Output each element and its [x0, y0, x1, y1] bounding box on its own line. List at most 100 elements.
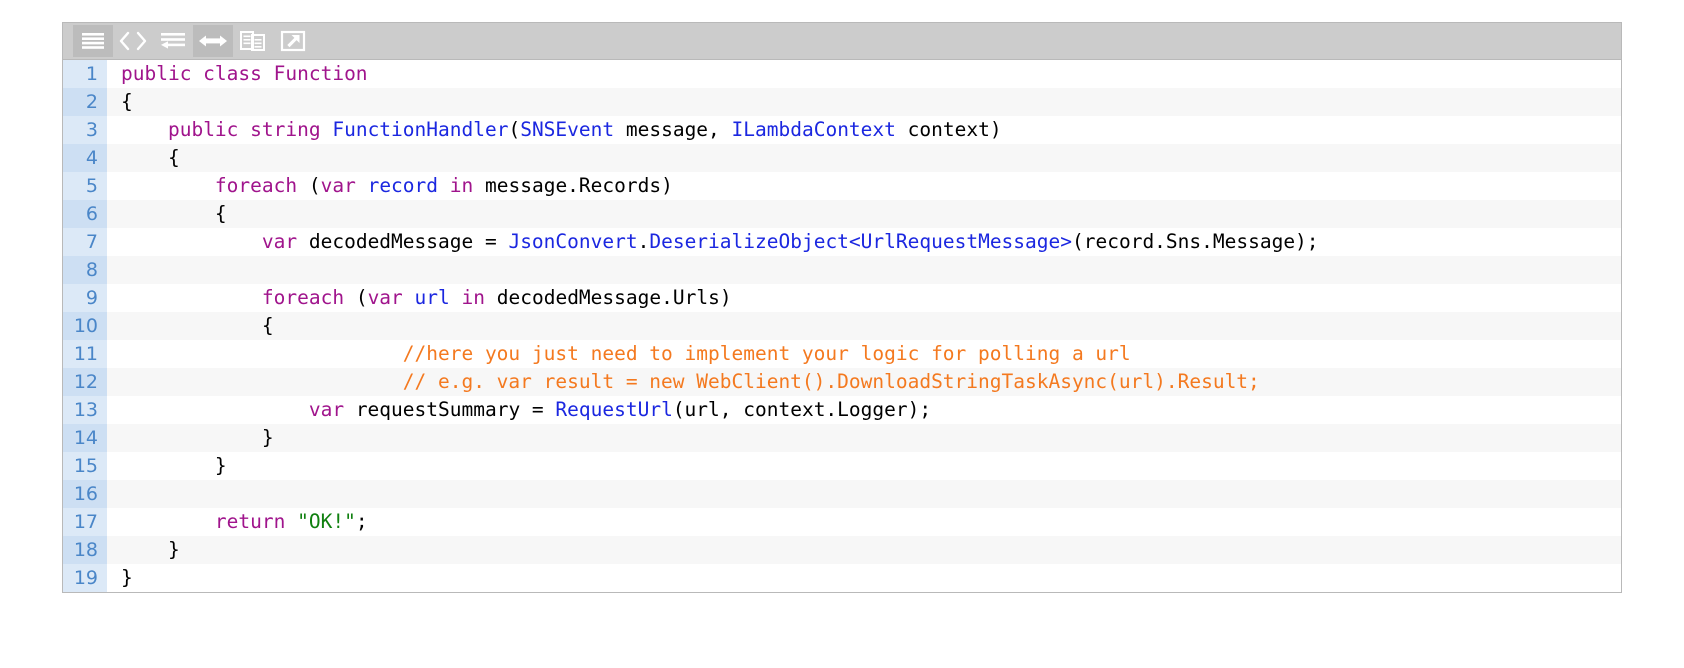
code-token: {: [121, 146, 180, 169]
code-token: foreach: [261, 286, 345, 309]
line-number: 15: [63, 452, 107, 480]
code-token: "OK!": [297, 510, 356, 533]
line-number: 19: [63, 564, 107, 592]
code-token: [285, 510, 297, 533]
code-token: (: [508, 118, 521, 141]
code-token: //here you just need to implement your l…: [402, 342, 1131, 365]
code-row[interactable]: 6 {: [63, 200, 1621, 228]
code-token: ILambdaContext: [731, 118, 896, 141]
code-token: public string: [167, 118, 333, 141]
code-token: <UrlRequestMessage>: [848, 230, 1072, 253]
line-number: 17: [63, 508, 107, 536]
code-row[interactable]: 4 {: [63, 144, 1621, 172]
code-token: {: [121, 90, 133, 113]
code-line-text[interactable]: [107, 480, 1621, 508]
code-token: (record.Sns.Message);: [1072, 230, 1319, 253]
code-token: var: [367, 286, 403, 309]
code-token: (: [344, 286, 368, 309]
code-line-text[interactable]: // e.g. var result = new WebClient().Dow…: [107, 368, 1621, 396]
code-token: message,: [614, 118, 732, 141]
code-token: context): [895, 118, 1002, 141]
code-row[interactable]: 8: [63, 256, 1621, 284]
code-token: (url, context.Logger);: [672, 398, 932, 421]
line-number: 18: [63, 536, 107, 564]
code-token: (: [297, 174, 321, 197]
code-row[interactable]: 10 {: [63, 312, 1621, 340]
code-line-text[interactable]: var requestSummary = RequestUrl(url, con…: [107, 396, 1621, 424]
code-row[interactable]: 16: [63, 480, 1621, 508]
line-number: 1: [63, 60, 107, 88]
code-line-text[interactable]: //here you just need to implement your l…: [107, 340, 1621, 368]
code-token: [121, 230, 262, 253]
code-token: var: [308, 398, 345, 421]
code-row[interactable]: 9 foreach (var url in decodedMessage.Url…: [63, 284, 1621, 312]
expand-width-icon[interactable]: [193, 25, 233, 57]
line-number: 5: [63, 172, 107, 200]
code-line-text[interactable]: {: [107, 144, 1621, 172]
code-line-text[interactable]: var decodedMessage = JsonConvert.Deseria…: [107, 228, 1621, 256]
line-number: 6: [63, 200, 107, 228]
code-token: decodedMessage =: [297, 230, 509, 253]
code-line-text[interactable]: public class Function: [107, 60, 1621, 88]
code-token: {: [121, 202, 227, 225]
line-number: 4: [63, 144, 107, 172]
code-line-text[interactable]: foreach (var url in decodedMessage.Urls): [107, 284, 1621, 312]
code-token: .: [637, 230, 650, 253]
code-row[interactable]: 7 var decodedMessage = JsonConvert.Deser…: [63, 228, 1621, 256]
code-token: message.Records): [473, 174, 673, 197]
code-token: }: [121, 538, 180, 561]
code-line-text[interactable]: }: [107, 452, 1621, 480]
code-line-text[interactable]: {: [107, 312, 1621, 340]
code-row[interactable]: 18 }: [63, 536, 1621, 564]
code-line-text[interactable]: foreach (var record in message.Records): [107, 172, 1621, 200]
code-line-text[interactable]: }: [107, 424, 1621, 452]
code-token: FunctionHandler: [332, 118, 509, 141]
code-token: RequestUrl: [555, 398, 673, 421]
plain-text-icon[interactable]: [73, 25, 113, 57]
line-number: 12: [63, 368, 107, 396]
line-number: 9: [63, 284, 107, 312]
code-row[interactable]: 14 }: [63, 424, 1621, 452]
code-token: in: [461, 286, 486, 309]
code-row[interactable]: 13 var requestSummary = RequestUrl(url, …: [63, 396, 1621, 424]
code-token: public class: [121, 62, 274, 85]
code-line-text[interactable]: public string FunctionHandler(SNSEvent m…: [107, 116, 1621, 144]
code-row[interactable]: 11 //here you just need to implement you…: [63, 340, 1621, 368]
code-row[interactable]: 19}: [63, 564, 1621, 592]
code-row[interactable]: 2{: [63, 88, 1621, 116]
code-row[interactable]: 12 // e.g. var result = new WebClient().…: [63, 368, 1621, 396]
line-number: 16: [63, 480, 107, 508]
code-token: var: [261, 230, 298, 253]
code-line-text[interactable]: {: [107, 88, 1621, 116]
line-number: 10: [63, 312, 107, 340]
copy-icon[interactable]: [233, 25, 273, 57]
code-row[interactable]: 5 foreach (var record in message.Records…: [63, 172, 1621, 200]
code-token: }: [121, 426, 274, 449]
code-line-text[interactable]: return "OK!";: [107, 508, 1621, 536]
code-token: JsonConvert: [508, 230, 638, 253]
code-token: [438, 174, 450, 197]
code-row[interactable]: 15 }: [63, 452, 1621, 480]
code-line-text[interactable]: }: [107, 536, 1621, 564]
line-number: 8: [63, 256, 107, 284]
word-wrap-icon[interactable]: [153, 25, 193, 57]
code-token: foreach: [214, 174, 298, 197]
code-line-text[interactable]: }: [107, 564, 1621, 592]
line-number: 11: [63, 340, 107, 368]
code-row[interactable]: 17 return "OK!";: [63, 508, 1621, 536]
code-brackets-icon[interactable]: [113, 25, 153, 57]
code-token: Function: [273, 62, 368, 85]
code-token: // e.g. var result = new WebClient().Dow…: [402, 370, 1260, 393]
code-line-text[interactable]: [107, 256, 1621, 284]
code-row[interactable]: 3 public string FunctionHandler(SNSEvent…: [63, 116, 1621, 144]
code-token: {: [121, 314, 274, 337]
line-number: 14: [63, 424, 107, 452]
code-token: [121, 510, 215, 533]
code-token: SNSEvent: [520, 118, 615, 141]
code-line-text[interactable]: {: [107, 200, 1621, 228]
open-external-icon[interactable]: [273, 25, 313, 57]
